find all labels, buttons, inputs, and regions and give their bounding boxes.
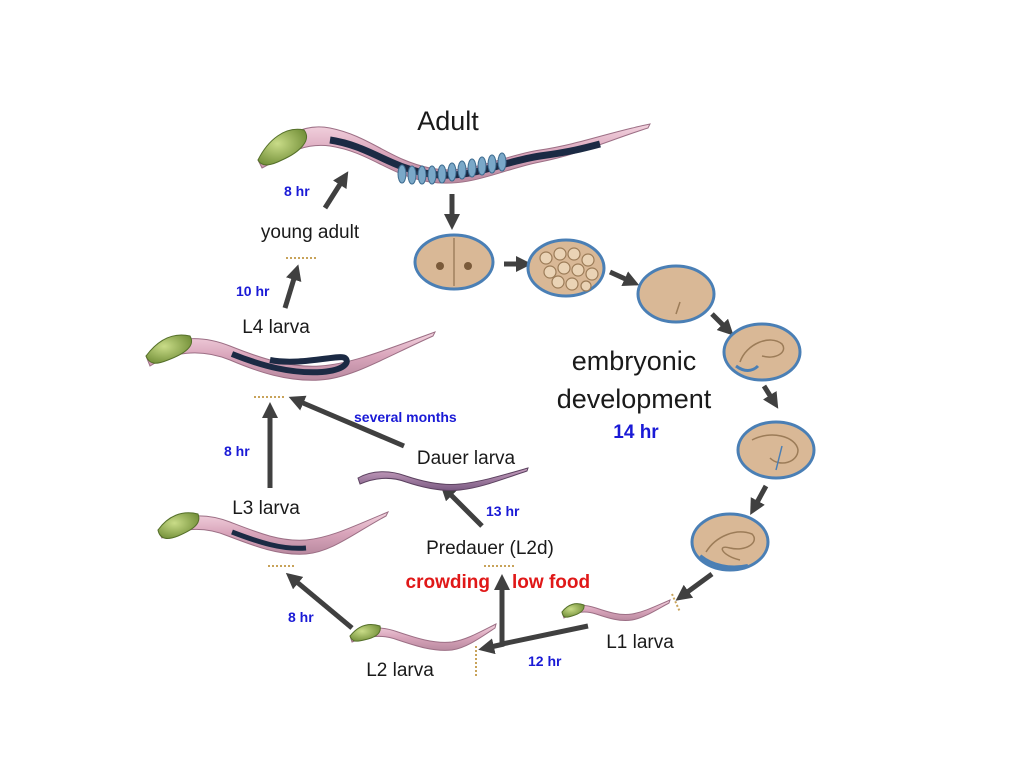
embryo-many-cell [526,238,606,298]
condition-low-food: low food [512,572,590,593]
time-l1-to-l2: 12 hr [528,653,562,669]
arrow-embryo-to-l1 [675,571,714,601]
embryo-pretzel [690,512,770,572]
adult-eggs [397,152,507,185]
arrow-embryo-2 [608,269,640,286]
l3-label: L3 larva [232,498,300,519]
time-l2-to-l3: 8 hr [288,609,314,625]
l2-label: L2 larva [366,660,434,681]
dauer-worm [357,467,529,491]
predauer-label: Predauer (L2d) [426,538,554,559]
arrow-embryo-3 [710,312,734,336]
arrow-l1-to-l2 [478,638,505,655]
time-young-to-adult: 8 hr [284,183,310,199]
embryo-gastrula [636,264,716,324]
adult-label: Adult [417,106,479,136]
embryonic-label-line1: embryonic [572,346,697,376]
embryonic-label-line2: development [557,384,712,414]
arrow-young-to-adult [322,171,349,210]
time-l4-to-young: 10 hr [236,283,270,299]
l2-worm [349,623,497,651]
l3-worm [157,511,390,555]
time-l3-to-l4: 8 hr [224,443,250,459]
arrow-l2-to-l3 [285,572,354,630]
time-dauer-to-l4: several months [354,409,457,425]
arrow-l4-to-young [282,264,302,309]
l1-label: L1 larva [606,632,674,653]
embryo-comma [722,322,802,382]
time-predauer-to-dauer: 13 hr [486,503,520,519]
time-embryonic: 14 hr [613,422,659,443]
dauer-label: Dauer larva [417,448,516,469]
l4-label: L4 larva [242,317,310,338]
arrow-embryo-4 [761,384,779,409]
l1-worm [561,599,671,621]
young-adult-label: young adult [261,222,360,243]
embryo-2fold [736,420,816,480]
l4-worm [145,331,437,381]
adult-worm [257,123,651,185]
arrow-embryo-5 [750,484,769,516]
condition-crowding: crowding [406,572,490,593]
arrow-predauer-to-dauer [440,484,484,528]
l1-molt-mark [671,593,681,613]
arrow-dauer-to-l4 [288,395,405,449]
embryo-2cell [413,233,495,291]
